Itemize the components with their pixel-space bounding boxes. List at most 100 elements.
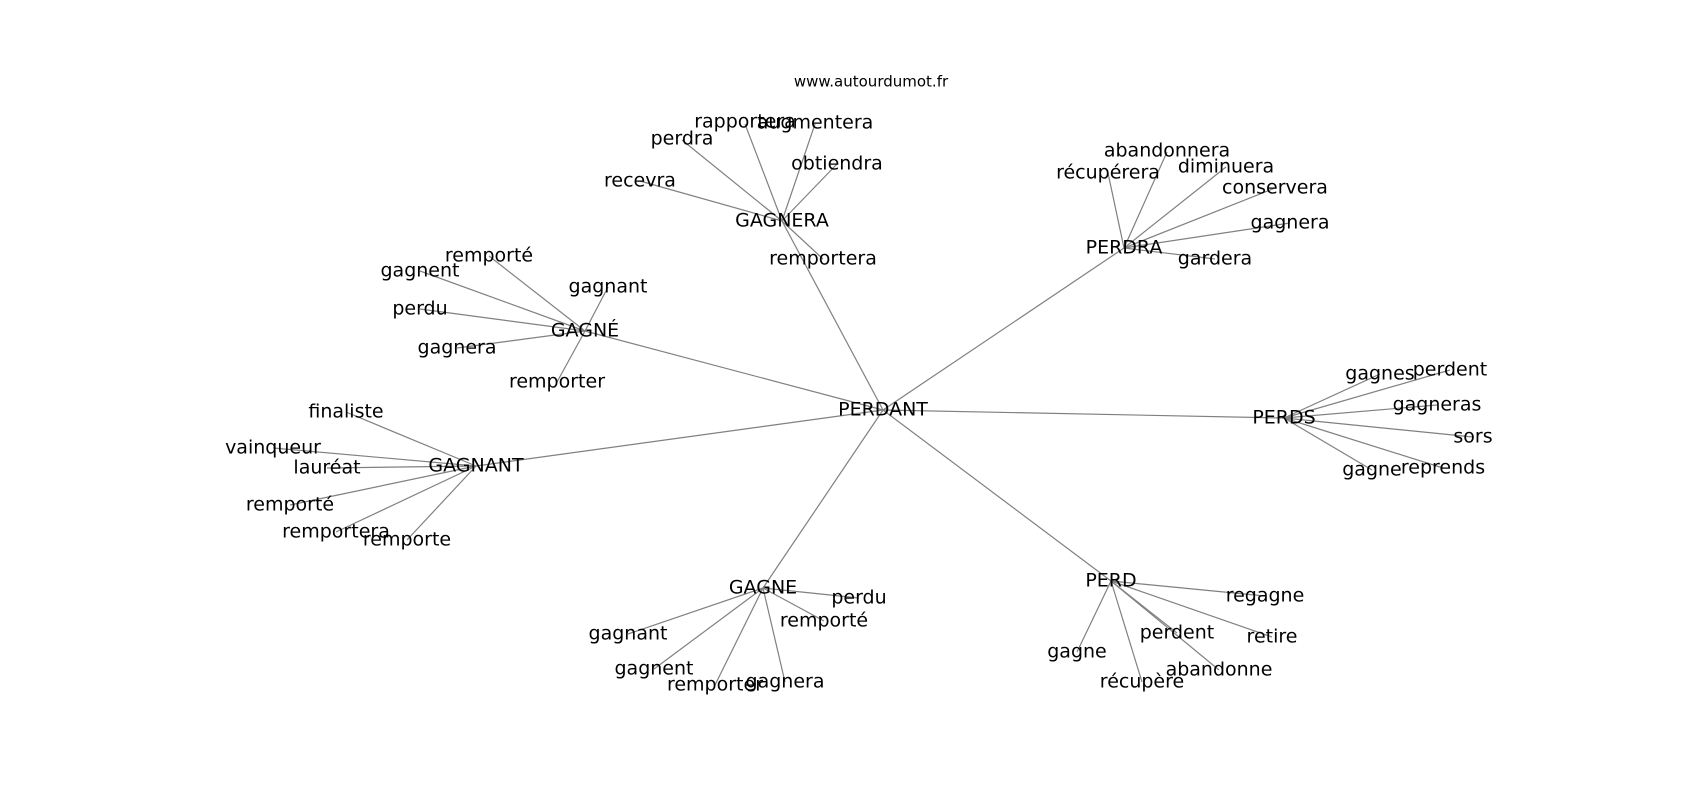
edge-hub-leaf <box>653 587 764 670</box>
edge-hub-leaf <box>419 308 586 332</box>
edge-hub-leaf <box>1123 222 1291 249</box>
leaf-node[interactable]: gagnes <box>1345 363 1414 385</box>
leaf-node[interactable]: remportera <box>282 521 390 543</box>
edge-hub-leaf <box>556 330 586 383</box>
edge-hub-leaf <box>419 270 586 332</box>
hub-node[interactable]: PERD <box>1085 570 1136 592</box>
edge-root-hub <box>882 409 1112 582</box>
edge-hub-leaf <box>1283 417 1444 469</box>
edge-hub-leaf <box>272 447 477 467</box>
leaf-node[interactable]: perdent <box>1140 622 1214 644</box>
edge-hub-leaf <box>1110 580 1273 638</box>
leaf-node[interactable]: gagnent <box>615 658 694 680</box>
leaf-node[interactable]: remportera <box>769 248 877 270</box>
leaf-node[interactable]: abandonnera <box>1104 140 1230 162</box>
leaf-node[interactable]: gagneras <box>1393 394 1482 416</box>
hub-node[interactable]: GAGNERA <box>735 210 829 232</box>
edge-hub-leaf <box>326 465 477 469</box>
leaf-node[interactable]: remporter <box>667 674 763 696</box>
leaf-node[interactable]: perdent <box>1413 359 1487 381</box>
leaf-node[interactable]: remporte <box>363 529 451 551</box>
leaf-node[interactable]: remporté <box>246 494 334 516</box>
edge-hub-leaf <box>406 465 477 541</box>
edge-hub-leaf <box>1123 151 1168 249</box>
leaf-node[interactable]: remporter <box>509 371 605 393</box>
leaf-node[interactable]: gagnera <box>746 671 825 693</box>
hub-node[interactable]: GAGNE <box>729 577 797 599</box>
hub-node[interactable]: PERDS <box>1252 407 1315 429</box>
edge-root-hub <box>882 247 1125 411</box>
edge-hub-leaf <box>1076 580 1112 653</box>
leaf-node[interactable]: perdra <box>651 128 714 150</box>
leaf-node[interactable]: récupérera <box>1056 162 1160 184</box>
leaf-node[interactable]: gagnant <box>589 623 668 645</box>
edge-hub-leaf <box>584 286 609 332</box>
leaf-node[interactable]: finaliste <box>308 401 383 423</box>
hub-node[interactable]: GAGNANT <box>428 455 524 477</box>
edge-root-hub <box>882 409 1285 419</box>
edge-hub-leaf <box>781 220 824 260</box>
site-watermark: www.autourdumot.fr <box>794 73 949 91</box>
edge-hub-leaf <box>762 587 860 599</box>
leaf-node[interactable]: gagne <box>1047 641 1107 663</box>
leaf-node[interactable]: perdu <box>831 587 886 609</box>
edge-hub-leaf <box>345 411 477 467</box>
hub-node[interactable]: PERDRA <box>1086 237 1163 259</box>
leaf-node[interactable]: regagne <box>1226 585 1305 607</box>
edge-root-hub <box>762 409 884 589</box>
edge-hub-leaf <box>781 123 816 222</box>
leaf-node[interactable]: remporté <box>445 245 533 267</box>
edge-hub-leaf <box>762 587 825 622</box>
edge-root-hub <box>475 409 884 467</box>
edge-hub-leaf <box>335 465 477 533</box>
edge-hub-leaf <box>744 123 783 222</box>
edge-hub-leaf <box>1110 580 1143 683</box>
leaf-node[interactable]: sors <box>1453 426 1492 448</box>
edge-hub-leaf <box>456 330 586 349</box>
edge-hub-leaf <box>781 163 838 222</box>
leaf-node[interactable]: retire <box>1247 626 1298 648</box>
leaf-node[interactable]: reprends <box>1401 457 1485 479</box>
edge-hub-leaf <box>627 587 764 635</box>
leaf-node[interactable]: perdu <box>392 298 447 320</box>
leaf-node[interactable]: vainqueur <box>225 437 321 459</box>
leaf-node[interactable]: lauréat <box>293 457 360 479</box>
edge-hub-leaf <box>681 139 783 222</box>
edge-hub-leaf <box>1110 580 1266 597</box>
leaf-node[interactable]: gagne <box>1342 459 1402 481</box>
edge-hub-leaf <box>488 255 586 332</box>
edge-hub-leaf <box>1107 172 1125 249</box>
edge-hub-leaf <box>1123 166 1227 249</box>
edge-hub-leaf <box>1283 417 1373 471</box>
edge-hub-leaf <box>1123 187 1276 249</box>
edge-root-hub <box>781 220 884 411</box>
leaf-node[interactable]: obtiendra <box>791 153 883 175</box>
leaf-node[interactable]: rapportera <box>694 111 796 133</box>
edge-hub-leaf <box>1283 404 1438 419</box>
hub-node[interactable]: GAGNÉ <box>551 319 619 342</box>
edge-hub-leaf <box>289 465 477 506</box>
edge-hub-leaf <box>1283 369 1451 419</box>
leaf-node[interactable]: gagnent <box>381 260 460 282</box>
edge-root-hub <box>584 330 884 411</box>
leaf-node[interactable]: remporté <box>780 610 868 632</box>
leaf-node[interactable]: gardera <box>1178 248 1252 270</box>
edge-hub-leaf <box>762 587 786 683</box>
edge-hub-leaf <box>639 180 783 222</box>
edge-hub-leaf <box>1123 247 1216 260</box>
edge-hub-leaf <box>714 587 764 686</box>
leaf-node[interactable]: gagnant <box>569 276 648 298</box>
edge-hub-leaf <box>1283 417 1474 438</box>
leaf-node[interactable]: récupère <box>1100 671 1184 693</box>
leaf-node[interactable]: abandonne <box>1166 659 1273 681</box>
root-node[interactable]: PERDANT <box>838 399 928 421</box>
leaf-node[interactable]: gagnera <box>418 337 497 359</box>
edge-hub-leaf <box>1283 373 1381 419</box>
leaf-node[interactable]: recevra <box>604 170 676 192</box>
leaf-node[interactable]: augmentera <box>757 112 874 134</box>
leaf-node[interactable]: conservera <box>1222 177 1328 199</box>
leaf-node[interactable]: gagnera <box>1251 212 1330 234</box>
graph-edges <box>272 123 1474 686</box>
leaf-node[interactable]: diminuera <box>1178 156 1274 178</box>
